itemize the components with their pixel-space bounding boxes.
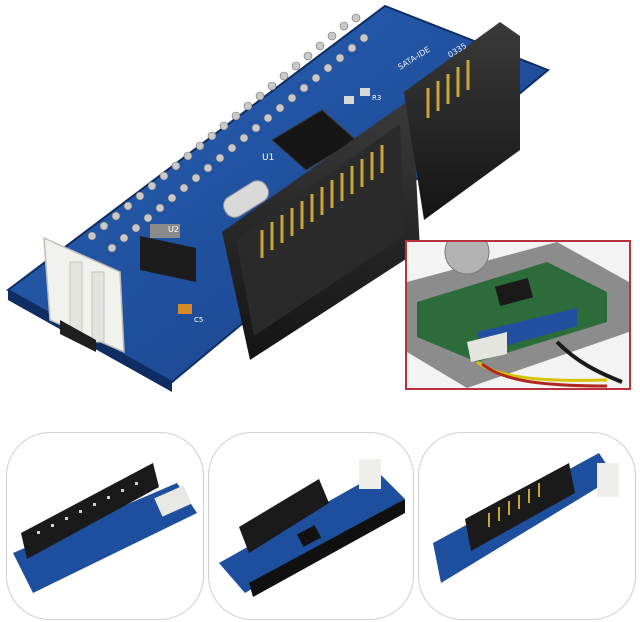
ide-pin-header <box>87 13 369 253</box>
thumbnail-sata-side <box>208 432 414 620</box>
silkscreen-u1: U1 <box>262 153 274 163</box>
crystal-oscillator <box>223 180 269 218</box>
board-thumb-3 <box>433 453 619 583</box>
voltage-regulator: U2 <box>140 224 196 282</box>
silkscreen-u2: U2 <box>168 225 179 234</box>
silkscreen-r3: R3 <box>372 94 381 102</box>
thumbnail-angle <box>418 432 636 620</box>
board-thumb-1 <box>13 463 197 593</box>
main-board-image: U2 U1 <box>6 4 550 392</box>
silkscreen-c5: C5 <box>194 316 203 324</box>
sata-connector <box>222 98 420 360</box>
inset-photo <box>405 240 631 390</box>
hard-drive-image <box>407 242 629 388</box>
sata-power-connector <box>404 22 520 220</box>
board-thumb-2 <box>219 459 405 597</box>
power-plug <box>43 236 125 354</box>
thumbnail-ide-side <box>6 432 204 620</box>
capacitor <box>178 304 192 314</box>
